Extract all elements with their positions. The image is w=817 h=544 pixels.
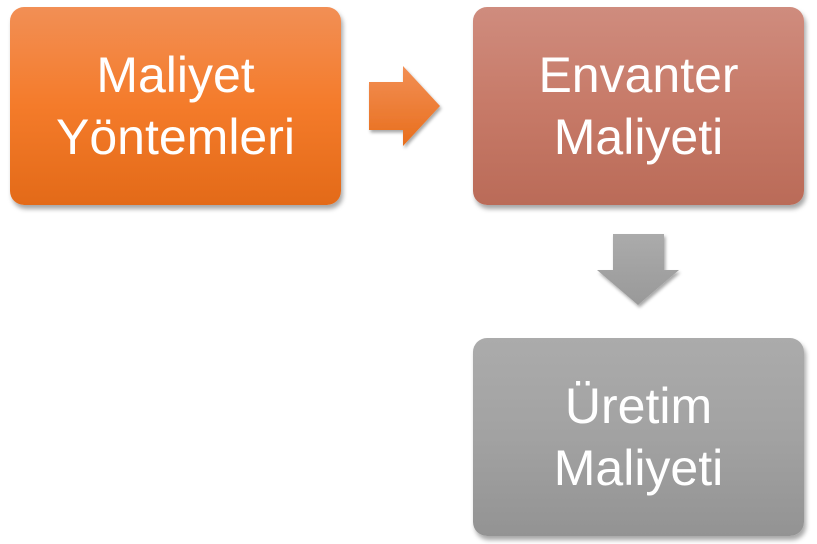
node-label-line: Maliyeti xyxy=(553,440,724,496)
node-uretim-maliyeti: Üretim Maliyeti xyxy=(473,338,804,536)
node-maliyet-yontemleri: Maliyet Yöntemleri xyxy=(10,7,341,205)
node-label-line: Maliyet xyxy=(96,47,255,103)
arrow-right-icon xyxy=(369,66,440,146)
node-label-line: Üretim xyxy=(564,378,713,434)
node-envanter-maliyeti: Envanter Maliyeti xyxy=(473,7,804,205)
arrow-down-icon xyxy=(597,234,679,305)
node-label-line: Envanter xyxy=(538,47,739,103)
node-label-line: Maliyeti xyxy=(553,109,724,165)
node-label-line: Yöntemleri xyxy=(56,109,295,165)
